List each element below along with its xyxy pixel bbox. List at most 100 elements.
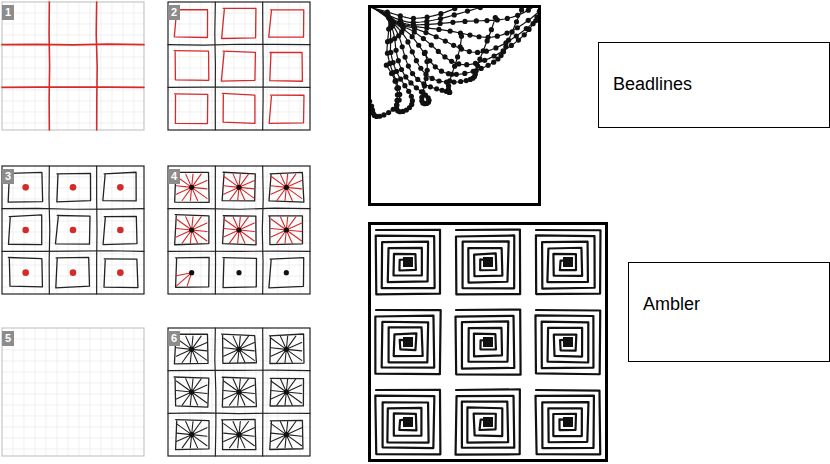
graph-line	[2, 449, 144, 450]
graph-line	[278, 2, 279, 130]
graph-line	[168, 101, 310, 102]
graph-line	[68, 328, 69, 456]
graph-line	[168, 177, 310, 178]
cell-square	[176, 420, 209, 450]
graph-line	[112, 2, 113, 130]
spiral-line	[456, 310, 521, 375]
graph-line	[2, 416, 144, 417]
graph-line	[234, 2, 235, 130]
bead-dot	[415, 77, 420, 82]
cell-square	[222, 172, 255, 201]
bead-dot	[514, 19, 519, 24]
cell-square	[103, 217, 137, 245]
cell-square	[57, 173, 91, 202]
bead-dot	[409, 94, 414, 99]
center-dot	[236, 270, 241, 275]
grid-line	[215, 328, 216, 456]
graph-line	[168, 221, 310, 222]
graph-line	[168, 265, 310, 266]
center-dot	[284, 270, 289, 275]
graph-line	[24, 328, 25, 456]
panel-border	[2, 2, 144, 130]
bead-line	[381, 7, 528, 74]
graph-line	[2, 438, 144, 439]
graph-line	[201, 328, 202, 456]
step-panel: 6	[168, 328, 310, 456]
center-square	[483, 337, 493, 347]
bead-dot	[443, 38, 448, 43]
bead-dot	[396, 85, 401, 90]
bead-dot	[442, 54, 447, 59]
graph-line	[2, 112, 144, 113]
bead-dot	[450, 20, 455, 25]
grid-line	[168, 370, 310, 372]
grid-line	[168, 86, 310, 87]
bead-dot	[436, 78, 441, 83]
bead-dot	[495, 34, 500, 39]
pattern-name: Ambler	[643, 293, 700, 315]
grid-line	[48, 2, 50, 130]
panel-border	[168, 2, 310, 130]
beadlines-pattern	[370, 7, 538, 119]
center-dot	[22, 227, 29, 234]
cell-square	[174, 51, 209, 81]
pattern-label-box: Beadlines	[598, 42, 830, 128]
bead-dot	[406, 63, 411, 68]
bead-dot	[438, 16, 443, 21]
center-dot	[284, 347, 289, 352]
graph-line	[79, 2, 80, 130]
spiral-line	[536, 390, 601, 454]
bead-dot	[454, 72, 459, 77]
graph-line	[90, 328, 91, 456]
graph-line	[35, 2, 36, 130]
bead-dot	[491, 60, 496, 65]
cell-square	[269, 95, 304, 123]
center-dot	[70, 184, 77, 191]
bead-dot	[386, 26, 391, 31]
bead-dot	[405, 39, 410, 44]
spiral-line	[456, 230, 520, 295]
bead-dot	[398, 76, 403, 81]
graph-line	[245, 2, 246, 130]
bead-dot	[509, 43, 514, 48]
graph-line	[112, 328, 113, 456]
graph-line	[168, 372, 310, 373]
cell-square	[269, 258, 304, 288]
grid-line	[2, 250, 144, 252]
center-dot	[70, 269, 77, 276]
bead-dot	[436, 27, 441, 32]
graph-line	[2, 405, 144, 406]
bead-dot	[526, 8, 531, 13]
bead-line	[378, 7, 538, 52]
step-number: 1	[2, 5, 14, 20]
bead-dot	[506, 38, 511, 43]
center-dot	[70, 227, 77, 234]
bead-dot	[484, 18, 489, 23]
bead-dot	[447, 78, 452, 83]
step-panel: 2	[168, 2, 310, 130]
bead-dot	[485, 38, 490, 43]
graph-line	[168, 46, 310, 47]
graph-line	[134, 166, 135, 294]
bead-dot	[462, 19, 467, 24]
graph-line	[267, 166, 268, 294]
spiral-line	[376, 230, 440, 295]
center-dot	[236, 432, 241, 437]
graph-line	[2, 123, 144, 124]
bead-dot	[448, 28, 453, 33]
bead-dot	[438, 11, 443, 16]
panel-border	[2, 166, 144, 294]
cell-square	[222, 334, 257, 363]
bead-dot	[477, 57, 482, 62]
bead-dot	[403, 74, 408, 79]
bead-dot	[419, 95, 424, 100]
cell-square	[269, 216, 303, 245]
step-panel-art	[168, 2, 310, 130]
bead-dot	[464, 62, 469, 67]
center-dot	[117, 184, 124, 191]
bead-dot	[422, 83, 427, 88]
cell-square	[8, 215, 41, 245]
graph-line	[2, 427, 144, 428]
graph-line	[35, 166, 36, 294]
cell-square	[269, 10, 304, 37]
